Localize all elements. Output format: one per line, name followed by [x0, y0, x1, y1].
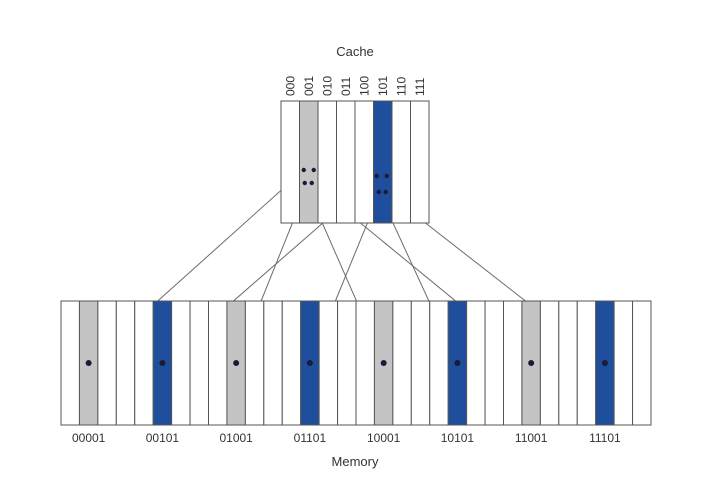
memory-block — [318, 300, 339, 426]
cache-index-label: 100 — [357, 76, 371, 96]
arrow-head-dot — [383, 189, 388, 195]
memory-address-label: 01001 — [219, 431, 253, 445]
cache-line-000 — [280, 100, 300, 224]
cache-index-label: 110 — [394, 77, 408, 96]
cache-line-111 — [410, 100, 430, 224]
memory-block — [208, 300, 228, 426]
cache-line-001 — [299, 100, 319, 224]
memory-block — [281, 300, 302, 426]
memory-block — [355, 300, 375, 426]
memory-block — [134, 300, 154, 426]
memory-block — [539, 300, 560, 426]
memory-block — [576, 300, 597, 426]
memory-block — [171, 300, 191, 426]
cache-index-label: 010 — [320, 76, 334, 96]
memory-address-label: 11001 — [515, 431, 548, 445]
memory-block — [60, 300, 80, 426]
memory-array — [60, 300, 652, 426]
memory-address-label: 10001 — [367, 431, 401, 445]
arrow-head-dot — [376, 189, 381, 195]
cache-line-010 — [317, 100, 337, 224]
block-dot — [233, 360, 240, 366]
cache-line-101 — [373, 100, 393, 224]
block-dot — [380, 360, 387, 366]
cache-index-label: 111 — [413, 77, 427, 96]
arrow-head-dot — [374, 173, 379, 179]
arrow-head-dot — [311, 167, 316, 173]
block-dot — [601, 360, 608, 366]
memory-address-label: 10101 — [441, 431, 475, 445]
memory-address-label: 00101 — [146, 431, 180, 445]
memory-block — [97, 300, 117, 426]
memory-address-label: 11101 — [589, 431, 621, 445]
cache-array — [280, 100, 430, 224]
memory-title: Memory — [332, 454, 379, 469]
memory-block — [632, 300, 652, 426]
memory-block — [189, 300, 209, 426]
memory-block — [466, 300, 486, 426]
memory-block — [410, 300, 431, 426]
memory-block — [337, 300, 357, 426]
cache-line-100 — [354, 100, 374, 224]
cache-index-label: 101 — [376, 76, 390, 96]
memory-address-label: 01101 — [294, 431, 327, 445]
memory-block — [263, 300, 283, 426]
cache-index-labels: 000 001 010 011 100 101 110 111 — [283, 76, 427, 96]
cache-line-011 — [336, 100, 356, 224]
memory-block — [429, 300, 449, 426]
block-markers — [85, 167, 608, 366]
block-dot — [454, 360, 461, 366]
memory-block — [115, 300, 136, 426]
memory-block — [558, 300, 578, 426]
cache-line-110 — [391, 100, 411, 224]
arrow-head-dot — [302, 180, 307, 186]
cache-index-label: 000 — [283, 76, 297, 96]
block-dot — [159, 360, 166, 366]
memory-block — [392, 300, 412, 426]
memory-address-label: 00001 — [72, 431, 106, 445]
block-dot — [528, 360, 535, 366]
arrow-head-dot — [384, 173, 389, 179]
cache-index-label: 001 — [302, 76, 316, 96]
memory-block — [613, 300, 634, 426]
cache-index-label: 011 — [339, 77, 353, 96]
block-dot — [306, 360, 313, 366]
memory-block — [503, 300, 523, 426]
memory-block — [484, 300, 504, 426]
memory-block — [244, 300, 265, 426]
arrow-head-dot — [301, 167, 306, 173]
memory-address-labels: 00001 00101 01001 01101 10001 10101 11001 11101 — [72, 431, 621, 445]
block-dot — [85, 360, 92, 366]
arrow-head-dot — [309, 180, 314, 186]
cache-title: Cache — [336, 44, 374, 59]
